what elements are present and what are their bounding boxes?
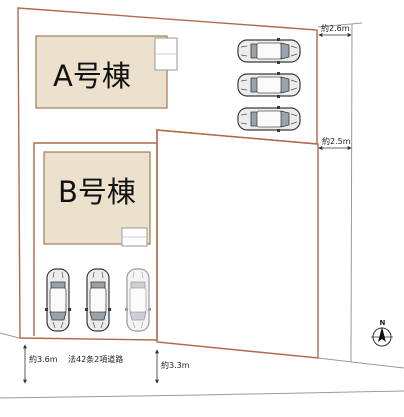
dimension-road-mid: 約3.3m: [155, 349, 190, 384]
dimension-road-left-label: 約3.6m: [29, 354, 58, 364]
road-top-edge-right: [317, 357, 404, 369]
car-icon: [238, 106, 300, 132]
building-b: B号棟: [43, 151, 151, 247]
dimension-right-mid: 約2.5m: [318, 136, 352, 150]
car-icon: [238, 72, 300, 98]
building-a-footprint: [35, 35, 168, 109]
car-icon: [125, 269, 151, 331]
road-outlines: [0, 22, 404, 399]
neighbor-plot: [156, 129, 319, 359]
building-b-footprint: [43, 151, 151, 245]
side-path-top-edge: [317, 22, 363, 28]
dimension-right-top: 約2.6m: [318, 23, 352, 37]
dimension-right-top-label: 約2.6m: [321, 23, 350, 33]
dimension-road-left: 約3.6m: [23, 344, 58, 384]
building-a-label: A号棟: [53, 59, 131, 93]
compass-letter: N: [380, 319, 386, 327]
side-path-right-edge: [350, 23, 353, 363]
road-top-edge-left: [0, 332, 20, 339]
car-icon: [45, 269, 71, 331]
car-icon: [85, 269, 111, 331]
north-arrow-icon: N: [371, 319, 393, 347]
building-a: A号棟: [35, 35, 178, 109]
parking-lot-b: [45, 269, 151, 331]
lot-b-division-line: [33, 142, 157, 336]
road-type-label: 法42条2項道路: [68, 354, 123, 364]
dimension-road-mid-label: 約3.3m: [161, 360, 190, 370]
compass-needle: [378, 327, 386, 342]
parking-lot-a: [238, 38, 300, 132]
building-b-label: B号棟: [58, 175, 136, 209]
road-bottom-edge: [0, 390, 404, 399]
dimension-right-mid-label: 約2.5m: [322, 136, 351, 146]
car-icon: [238, 38, 300, 64]
